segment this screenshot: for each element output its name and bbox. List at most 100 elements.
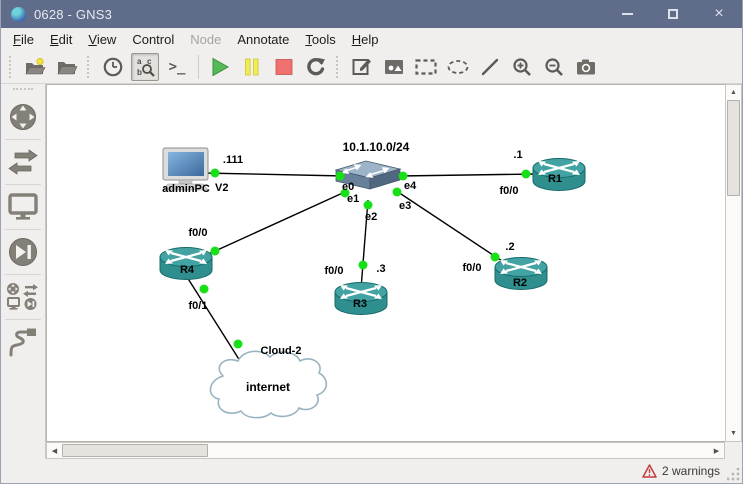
horizontal-scroll-track[interactable] <box>208 443 709 458</box>
port-label-e4[interactable]: e4 <box>404 180 417 192</box>
svg-text:a: a <box>137 57 142 66</box>
toolbar: a c b >_ <box>1 50 742 84</box>
vertical-scroll-track[interactable] <box>726 196 741 426</box>
stop-all-button[interactable] <box>270 53 298 81</box>
port-label-r4-f01[interactable]: f0/1 <box>189 300 208 312</box>
link-switch-r3[interactable] <box>360 199 369 290</box>
adminpc-label[interactable]: adminPC <box>162 183 210 195</box>
port-label-e2[interactable]: e2 <box>365 211 377 223</box>
r2-label[interactable]: R2 <box>513 277 527 289</box>
console-connect-button[interactable]: >_ <box>163 53 191 81</box>
node-adminpc[interactable] <box>162 147 209 191</box>
menu-control[interactable]: Control <box>132 31 175 47</box>
zoom-in-icon <box>513 57 531 76</box>
link-r4-cloud[interactable] <box>186 276 248 373</box>
menu-view[interactable]: View <box>88 31 117 47</box>
menu-tools[interactable]: Tools <box>305 31 336 47</box>
draw-line-button[interactable] <box>476 53 504 81</box>
browse-end-devices-button[interactable] <box>4 188 42 226</box>
link-switch-r4[interactable] <box>201 190 348 258</box>
resize-grip[interactable] <box>727 468 740 481</box>
minimize-button[interactable] <box>604 0 650 28</box>
insert-image-button[interactable] <box>380 53 408 81</box>
draw-rectangle-button[interactable] <box>412 53 440 81</box>
toolbar-grip[interactable] <box>336 55 342 78</box>
menu-file[interactable]: File <box>13 31 34 47</box>
menu-node: Node <box>190 31 222 47</box>
status-dot-e1 <box>340 188 350 198</box>
zoom-out-button[interactable] <box>540 53 568 81</box>
ip-label-2[interactable]: .2 <box>505 241 514 253</box>
browse-routers-button[interactable] <box>4 98 42 136</box>
show-interface-labels-button[interactable]: a c b <box>131 52 159 81</box>
port-label-r4-f00[interactable]: f0/0 <box>189 227 208 239</box>
draw-ellipse-button[interactable] <box>444 53 472 81</box>
node-cloud-2[interactable]: internet <box>209 350 328 419</box>
svg-text:c: c <box>147 57 152 66</box>
add-link-button[interactable] <box>4 323 42 361</box>
ellipse-icon <box>447 59 469 74</box>
warnings-text: 2 warnings <box>661 464 720 478</box>
browse-security-devices-button[interactable] <box>4 233 42 271</box>
port-label-e3[interactable]: e3 <box>399 200 411 212</box>
status-dot-r3 <box>358 260 368 270</box>
toolbar-grip[interactable] <box>9 55 15 78</box>
browse-all-devices-button[interactable] <box>4 278 42 316</box>
sidebar-separator <box>5 319 41 320</box>
r1-label[interactable]: R1 <box>548 173 562 185</box>
horizontal-scroll-thumb[interactable] <box>62 444 208 457</box>
add-note-button[interactable] <box>348 53 376 81</box>
r4-label[interactable]: R4 <box>180 264 195 276</box>
statusbar: 2 warnings <box>1 459 742 483</box>
port-label-r3-f00[interactable]: f0/0 <box>325 265 344 277</box>
start-all-button[interactable] <box>206 53 234 81</box>
warnings-indicator[interactable]: 2 warnings <box>642 464 720 478</box>
cloud-label[interactable]: Cloud-2 <box>261 345 302 357</box>
link-switch-r2[interactable] <box>394 189 503 262</box>
clock-icon <box>103 57 123 76</box>
port-label-e0[interactable]: e0 <box>342 181 354 193</box>
menu-help[interactable]: Help <box>351 31 379 47</box>
port-label-r2-f00[interactable]: f0/0 <box>463 262 482 274</box>
browse-switches-button[interactable] <box>4 143 42 181</box>
stop-icon <box>275 58 293 75</box>
warning-icon <box>642 464 657 478</box>
start-icon <box>212 57 230 76</box>
topology-canvas[interactable]: internet <box>46 84 725 442</box>
vertical-scrollbar[interactable]: ▲ ▼ <box>725 84 742 442</box>
reload-all-button[interactable] <box>302 53 330 81</box>
scroll-left-arrow[interactable]: ◀ <box>51 447 58 455</box>
ip-label-3[interactable]: .3 <box>376 263 385 275</box>
link-switch-r1[interactable] <box>398 173 536 177</box>
scroll-up-arrow[interactable]: ▲ <box>730 89 737 96</box>
menu-annotate[interactable]: Annotate <box>237 31 290 47</box>
open-project-button[interactable] <box>53 53 81 81</box>
node-switch[interactable] <box>334 160 402 190</box>
ip-label-111[interactable]: .111 <box>223 154 243 166</box>
ip-label-1[interactable]: .1 <box>513 149 522 161</box>
toolbar-grip[interactable] <box>87 55 93 78</box>
network-label[interactable]: 10.1.10.0/24 <box>343 140 410 154</box>
menu-edit[interactable]: Edit <box>49 31 73 47</box>
scroll-down-arrow[interactable]: ▼ <box>730 430 737 437</box>
sidebar-grip[interactable] <box>13 88 33 94</box>
snapshot-button[interactable] <box>99 53 127 81</box>
port-label-e1[interactable]: e1 <box>347 193 359 205</box>
maximize-button[interactable] <box>650 0 696 28</box>
suspend-all-button[interactable] <box>238 53 266 81</box>
close-button[interactable]: × <box>696 0 742 28</box>
link-adminpc-switch[interactable] <box>201 172 346 177</box>
r3-label[interactable]: R3 <box>353 298 367 310</box>
adminpc-sublabel[interactable]: V2 <box>215 182 228 194</box>
maximize-icon <box>668 9 678 19</box>
line-icon <box>481 58 499 75</box>
screenshot-button[interactable] <box>572 53 600 81</box>
port-label-r1-f00[interactable]: f0/0 <box>500 185 519 197</box>
new-project-button[interactable] <box>21 53 49 81</box>
horizontal-scrollbar[interactable]: ◀ ▶ <box>46 442 725 459</box>
vertical-scroll-thumb[interactable] <box>727 100 740 196</box>
scroll-right-arrow[interactable]: ▶ <box>713 447 720 455</box>
scrollbar-corner <box>725 442 742 459</box>
zoom-in-button[interactable] <box>508 53 536 81</box>
status-dot-cloud <box>233 339 243 349</box>
